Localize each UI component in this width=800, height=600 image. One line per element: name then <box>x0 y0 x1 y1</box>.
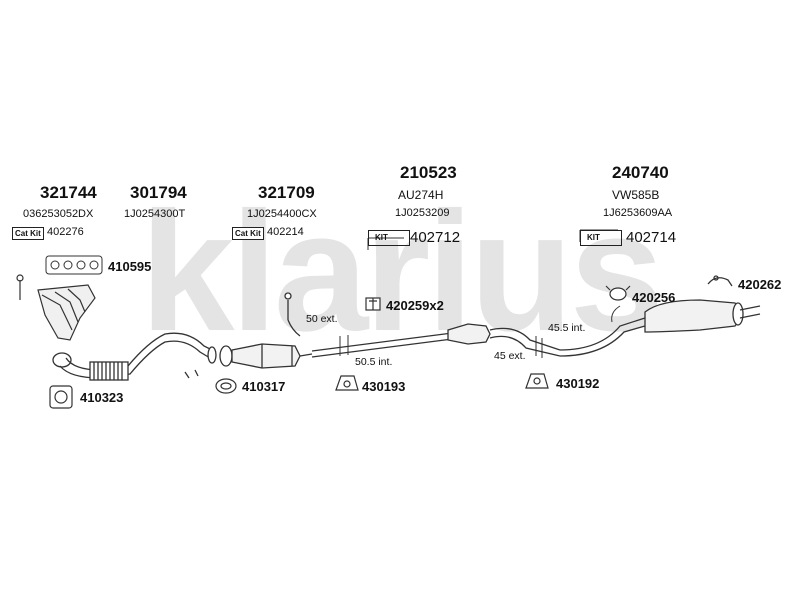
gasket-icon <box>49 385 73 409</box>
pipe-measurement: 45.5 int. <box>548 322 586 334</box>
clamp-icon <box>215 378 237 394</box>
rubber-mount-icon <box>525 373 549 389</box>
kit-number: 402276 <box>47 226 84 238</box>
kit-number: 402712 <box>410 229 461 246</box>
gasket-icon <box>45 255 103 275</box>
kit-badge: KIT <box>368 230 410 246</box>
manifold-drawing <box>16 274 96 341</box>
accessory-label: 420256 <box>632 290 676 305</box>
accessory-label: 420262 <box>738 277 782 292</box>
kit-number: 402214 <box>267 226 304 238</box>
kit-badge: KIT <box>580 230 622 246</box>
accessory-label: 410595 <box>108 259 152 274</box>
cat-kit-badge: Cat Kit <box>232 227 264 240</box>
oem-number: 1J6253609AA <box>603 207 673 219</box>
cat-kit-badge: Cat Kit <box>12 227 44 240</box>
watermark: klarius <box>140 200 664 350</box>
kit-number: 402714 <box>626 229 677 246</box>
oem-number: 036253052DX <box>23 208 94 220</box>
oem-number: 1J0253209 <box>395 207 450 219</box>
center-silencer-drawing <box>311 323 561 358</box>
pipe-measurement: 45 ext. <box>494 350 526 362</box>
model-code: AU274H <box>398 188 444 202</box>
bracket-icon <box>365 297 381 311</box>
catalyst-drawing <box>219 292 313 369</box>
front-pipe-drawing <box>52 332 217 381</box>
rear-silencer-drawing <box>559 299 761 357</box>
part-number-321744: 321744 <box>40 183 97 202</box>
rubber-mount-icon <box>335 375 359 391</box>
pipe-measurement: 50 ext. <box>306 313 338 325</box>
accessory-label: 430193 <box>362 379 406 394</box>
accessory-label: 430192 <box>556 376 600 391</box>
accessory-label: 420259x2 <box>386 298 444 313</box>
accessory-label: 410323 <box>80 390 124 405</box>
part-number-240740: 240740 <box>612 163 669 182</box>
clamp-icon <box>605 285 631 301</box>
model-code: VW585B <box>612 188 660 202</box>
oem-number: 1J0254400CX <box>247 208 317 220</box>
bracket-icon <box>707 275 733 287</box>
oem-number: 1J0254300T <box>124 208 186 220</box>
pipe-measurement: 50.5 int. <box>355 356 393 368</box>
part-number-210523: 210523 <box>400 163 457 182</box>
part-number-301794: 301794 <box>130 183 187 202</box>
part-number-321709: 321709 <box>258 183 315 202</box>
watermark-text: klarius <box>140 200 660 350</box>
accessory-label: 410317 <box>242 379 286 394</box>
